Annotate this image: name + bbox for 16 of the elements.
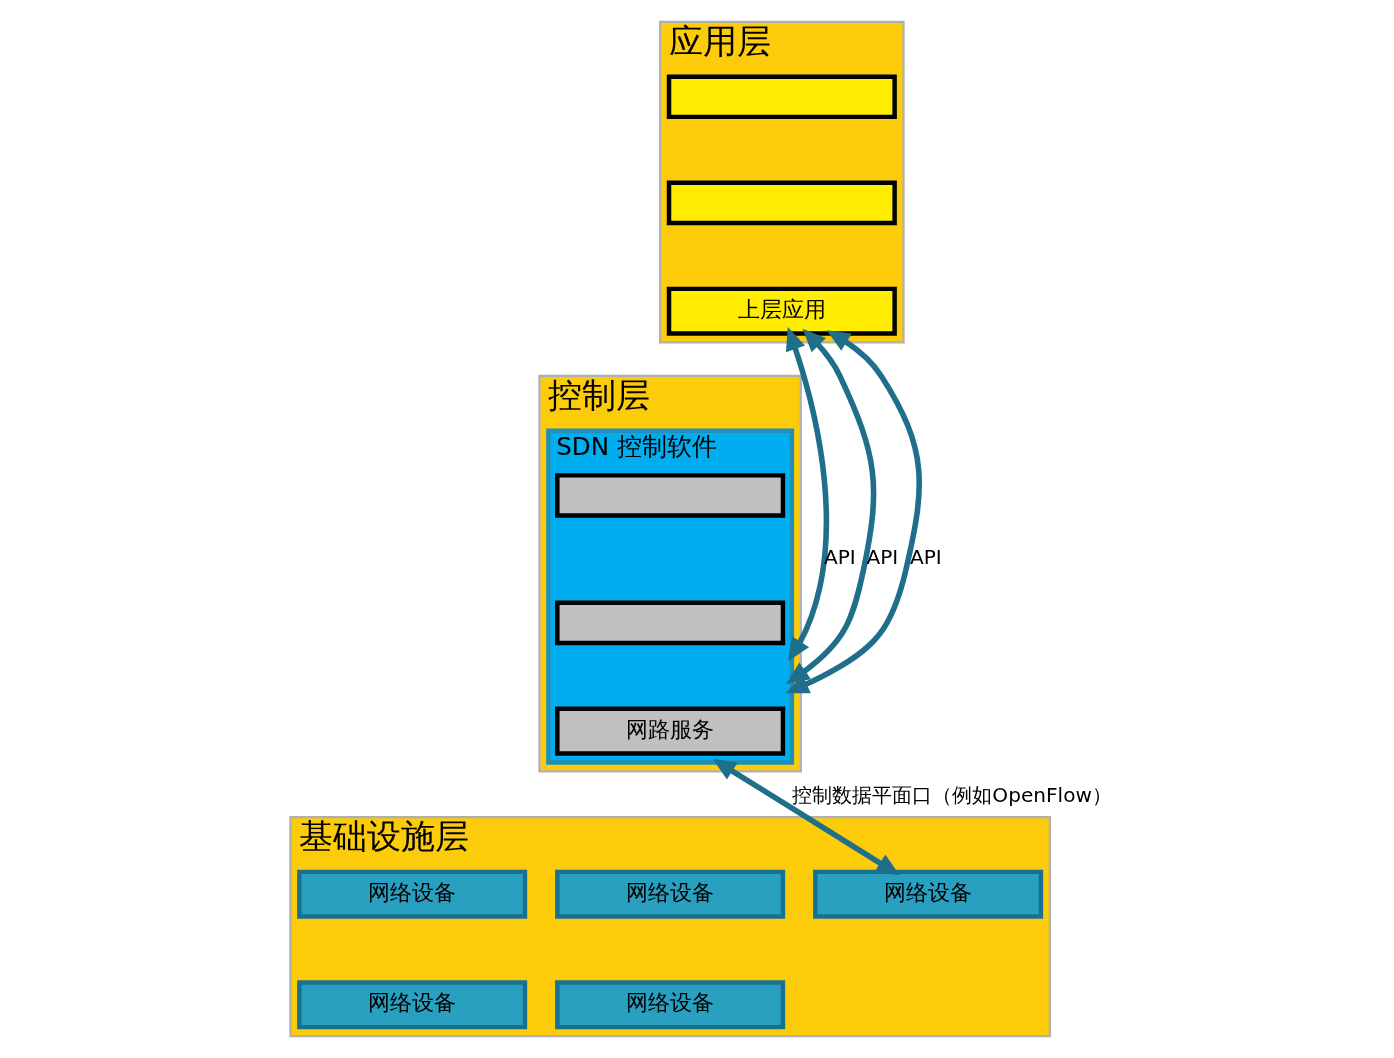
node-box	[666, 74, 897, 120]
node-box	[554, 600, 785, 646]
node-box: 网络设备	[296, 980, 527, 1030]
node-box: 网络设备	[554, 869, 785, 919]
node-box: 网络设备	[296, 869, 527, 919]
arrow	[785, 330, 922, 694]
node-box: 上层应用	[666, 286, 897, 336]
edge-label: 控制数据平面口（例如OpenFlow）	[791, 782, 1112, 807]
arrow	[785, 328, 876, 685]
node-box: 网络设备	[812, 869, 1043, 919]
node-box	[666, 180, 897, 226]
arrow	[712, 758, 900, 876]
node-box: 网络设备	[554, 980, 785, 1030]
node-box: 网路服务	[554, 706, 785, 756]
arrow	[785, 327, 829, 662]
node-box	[554, 473, 785, 518]
